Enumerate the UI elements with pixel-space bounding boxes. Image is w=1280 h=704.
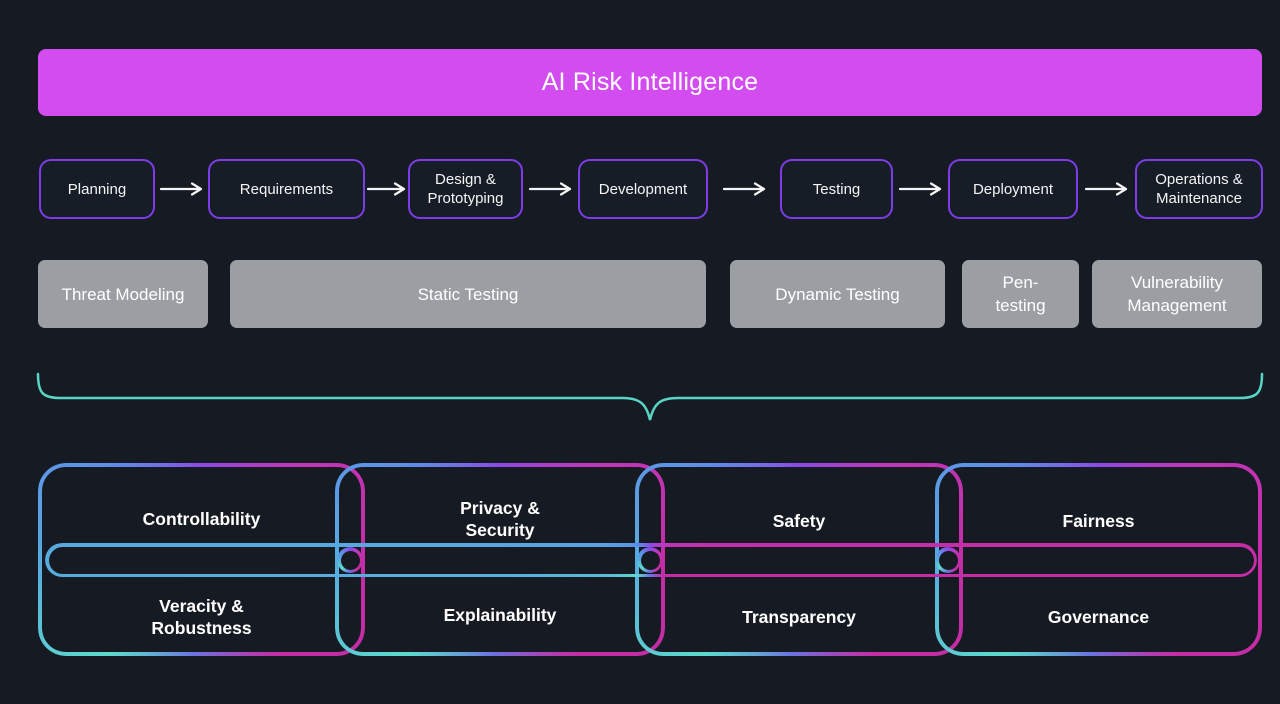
risk-label-privacy-security: Privacy & Security <box>460 498 540 540</box>
activity-vulnerability-management: Vulnerability Management <box>1092 260 1262 328</box>
risk-label-fairness: Fairness <box>1062 511 1135 531</box>
risk-label-governance: Governance <box>1047 607 1150 627</box>
flow-step-operations-maintenance: Operations & Maintenance <box>1135 159 1263 219</box>
chain-link-circle-2 <box>637 547 663 573</box>
flow-arrow-2 <box>366 182 406 196</box>
curly-brace <box>36 372 1264 421</box>
activity-dynamic-testing: Dynamic Testing <box>730 260 945 328</box>
activity-threat-modeling: Threat Modeling <box>38 260 208 328</box>
risk-label-veracity-robustness: Veracity & Robustness <box>151 596 252 638</box>
activity-static-testing: Static Testing <box>230 260 706 328</box>
risk-label-controllability: Controllability <box>142 509 261 529</box>
risk-label-safety: Safety <box>772 511 826 531</box>
flow-arrow-6 <box>1084 182 1128 196</box>
flow-step-design-prototyping: Design & Prototyping <box>408 159 523 219</box>
flow-step-deployment: Deployment <box>948 159 1078 219</box>
title-banner: AI Risk Intelligence <box>38 49 1262 116</box>
flow-step-development: Development <box>578 159 708 219</box>
risk-label-transparency: Transparency <box>742 607 856 627</box>
title-banner-label: AI Risk Intelligence <box>541 68 759 96</box>
chain-link-circle-1 <box>337 547 363 573</box>
flow-step-planning: Planning <box>39 159 155 219</box>
flow-arrow-1 <box>159 182 203 196</box>
activity-pen-testing: Pen- testing <box>962 260 1079 328</box>
chain-link-circle-3 <box>935 547 961 573</box>
risk-label-explainability: Explainability <box>443 605 557 625</box>
flow-arrow-4 <box>722 182 766 196</box>
flow-arrow-3 <box>528 182 572 196</box>
flow-step-testing: Testing <box>780 159 893 219</box>
flow-step-requirements: Requirements <box>208 159 365 219</box>
flow-arrow-5 <box>898 182 942 196</box>
